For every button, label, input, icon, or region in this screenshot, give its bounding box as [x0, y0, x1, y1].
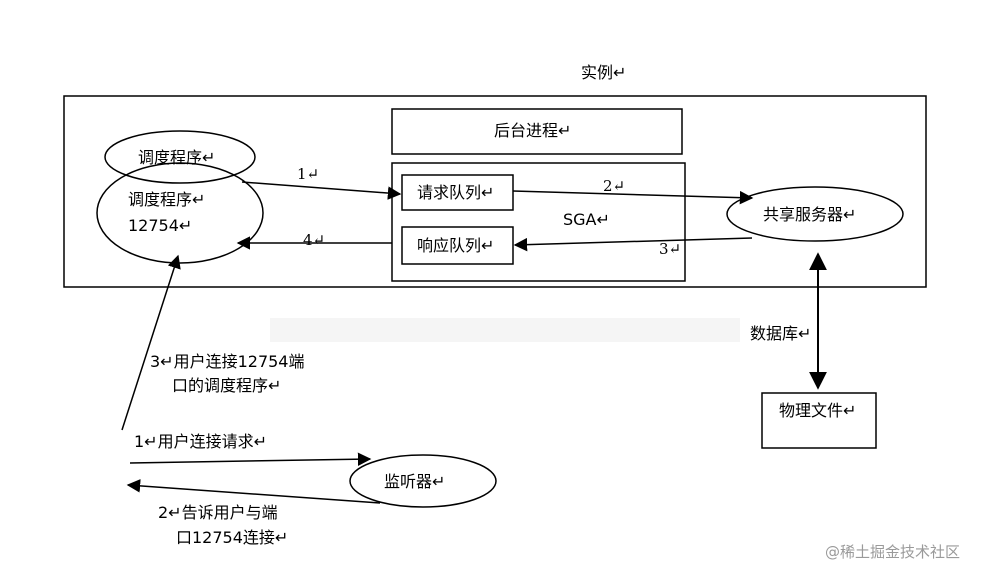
step2-label-line2: 口12754连接↵: [176, 528, 288, 547]
watermark-text: @稀土掘金技术社区: [825, 543, 960, 561]
arrow-1-scheduler-to-request: [241, 181, 402, 200]
blurred-band: [270, 318, 740, 342]
request-queue-box: [401, 174, 514, 211]
physical-file-box: [761, 392, 877, 449]
arrow-1-label: 1↵: [297, 165, 319, 183]
scheduler-small-label: 调度程序↵: [138, 148, 215, 167]
shared-server-ellipse: [726, 186, 904, 242]
arrow-listener-to-user: [126, 479, 381, 504]
database-label: 数据库↵: [750, 324, 811, 343]
request-queue-label: 请求队列↵: [417, 183, 494, 202]
arrow-2-label: 2↵: [603, 177, 625, 195]
scheduler-main-label-line2: 12754↵: [128, 216, 192, 235]
arrow-2-request-to-server: [512, 190, 754, 205]
listener-label: 监听器↵: [384, 472, 445, 491]
instance-label: 实例↵: [581, 63, 626, 82]
shared-server-label: 共享服务器↵: [763, 205, 856, 224]
arrow-user-to-listener: [129, 452, 372, 466]
scheduler-small-ellipse: [104, 130, 256, 184]
instance-box: [63, 95, 927, 288]
listener-ellipse: [349, 454, 497, 508]
sga-box: [391, 162, 686, 282]
arrow-3-server-to-response: [513, 237, 753, 252]
background-process-box: [391, 108, 683, 155]
response-queue-box: [401, 226, 514, 265]
arrow-4-label: 4↵: [303, 231, 325, 249]
response-queue-label: 响应队列↵: [417, 236, 494, 255]
step3-label-line2: 口的调度程序↵: [172, 376, 281, 395]
physical-file-label: 物理文件↵: [779, 401, 856, 420]
scheduler-main-label-line1: 调度程序↵: [128, 190, 205, 209]
background-process-label: 后台进程↵: [494, 121, 571, 140]
arrow-3-label: 3↵: [659, 240, 681, 258]
step2-label-line1: 2↵告诉用户与端: [158, 503, 278, 522]
sga-label: SGA↵: [563, 210, 610, 229]
arrow-user-to-scheduler: [121, 254, 181, 431]
step1-label: 1↵用户连接请求↵: [134, 432, 267, 451]
step3-label-line1: 3↵用户连接12754端: [150, 352, 305, 371]
